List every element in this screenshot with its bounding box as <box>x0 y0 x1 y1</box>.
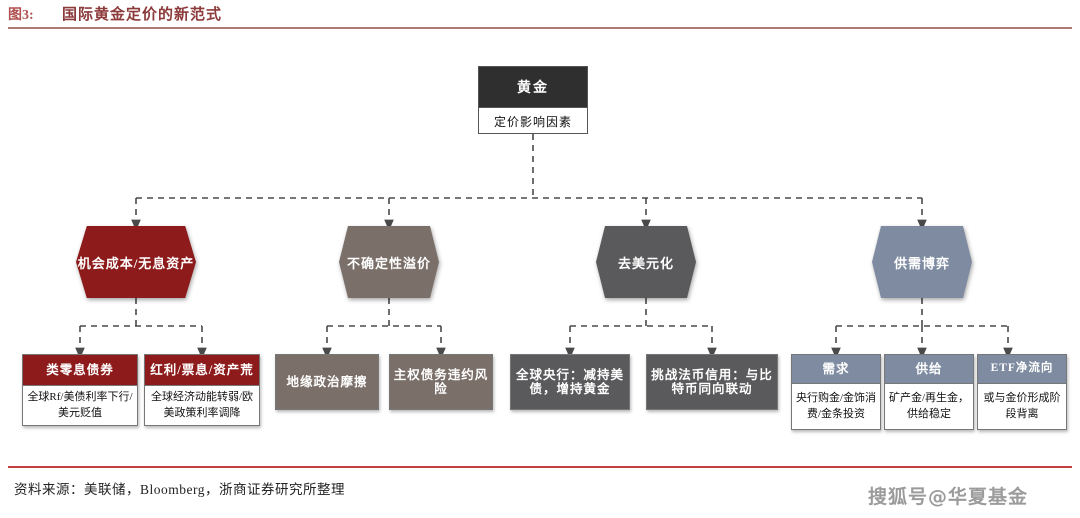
source-note: 资料来源：美联储，Bloomberg，浙商证券研究所整理 <box>14 482 345 497</box>
figure-label: 图3: <box>8 8 34 23</box>
leaf-node-fiat-credit-challenge[interactable]: 挑战法币信用：与比特币同向联动 <box>646 354 778 410</box>
leaf-header-demand: 需求 <box>792 355 880 383</box>
branch-node-de-dollarization[interactable]: 去美元化 <box>596 226 696 298</box>
header-divider <box>8 27 1072 29</box>
leaf-node-central-banks[interactable]: 全球央行：减持美债，增持黄金 <box>510 354 630 410</box>
connector-layer <box>75 134 1013 359</box>
leaf-header-supply: 供给 <box>885 355 973 383</box>
branch-label-uncertainty-premium: 不确定性溢价 <box>339 226 439 298</box>
branch-label-de-dollarization: 去美元化 <box>596 226 696 298</box>
leaf-node-etf-net-flow[interactable]: ETF净流向 或与金价形成阶段背离 <box>977 354 1067 430</box>
leaf-header-etf-net-flow: ETF净流向 <box>978 355 1066 383</box>
leaf-node-geopolitical-friction[interactable]: 地缘政治摩擦 <box>275 354 379 410</box>
leaf-header-geopolitical-friction: 地缘政治摩擦 <box>276 355 378 409</box>
leaf-body-etf-net-flow: 或与金价形成阶段背离 <box>978 383 1066 430</box>
leaf-body-supply: 矿产金/再生金，供给稳定 <box>885 383 973 430</box>
root-node-body: 定价影响因素 <box>479 107 587 134</box>
leaf-node-zero-coupon-bond[interactable]: 类零息债券 全球Rf/美债利率下行/美元贬值 <box>22 354 138 426</box>
branch-label-opportunity-cost: 机会成本/无息资产 <box>76 226 196 298</box>
branch-node-uncertainty-premium[interactable]: 不确定性溢价 <box>339 226 439 298</box>
footer-divider <box>8 466 1072 468</box>
figure-title: 国际黄金定价的新范式 <box>62 7 223 23</box>
leaf-header-zero-coupon-bond: 类零息债券 <box>23 355 137 385</box>
branch-label-supply-demand: 供需博弈 <box>872 226 972 298</box>
root-node-header: 黄金 <box>479 67 587 107</box>
watermark: 搜狐号@华夏基金 <box>868 486 1029 508</box>
leaf-header-fiat-credit-challenge: 挑战法币信用：与比特币同向联动 <box>647 355 777 409</box>
leaf-body-zero-coupon-bond: 全球Rf/美债利率下行/美元贬值 <box>23 385 137 426</box>
branch-node-opportunity-cost[interactable]: 机会成本/无息资产 <box>76 226 196 298</box>
root-node-gold[interactable]: 黄金 定价影响因素 <box>478 66 588 134</box>
leaf-body-dividend-coupon-asset-shortage: 全球经济动能转弱/欧美政策利率调降 <box>145 385 259 426</box>
leaf-header-central-banks: 全球央行：减持美债，增持黄金 <box>511 355 629 409</box>
leaf-body-demand: 央行购金/金饰消费/金条投资 <box>792 383 880 430</box>
diagram-canvas: 黄金 定价影响因素 机会成本/无息资产 不确定性溢价 去美元化 供需博弈 类零息… <box>0 30 1080 466</box>
leaf-node-sovereign-default-risk[interactable]: 主权债务违约风险 <box>389 354 493 410</box>
leaf-node-demand[interactable]: 需求 央行购金/金饰消费/金条投资 <box>791 354 881 430</box>
branch-node-supply-demand[interactable]: 供需博弈 <box>872 226 972 298</box>
leaf-header-dividend-coupon-asset-shortage: 红利/票息/资产荒 <box>145 355 259 385</box>
leaf-node-dividend-coupon-asset-shortage[interactable]: 红利/票息/资产荒 全球经济动能转弱/欧美政策利率调降 <box>144 354 260 426</box>
leaf-header-sovereign-default-risk: 主权债务违约风险 <box>390 355 492 409</box>
leaf-node-supply[interactable]: 供给 矿产金/再生金，供给稳定 <box>884 354 974 430</box>
figure-header: 图3: 国际黄金定价的新范式 <box>0 0 1080 30</box>
